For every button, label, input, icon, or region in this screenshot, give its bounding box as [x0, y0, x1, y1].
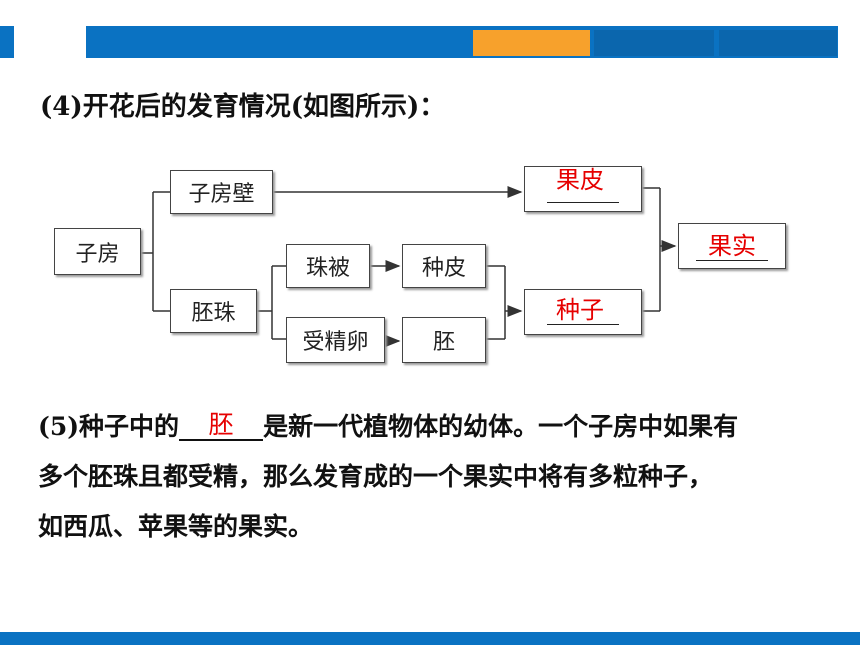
answer-pericarp-underline	[547, 202, 619, 203]
node-embryo-label: 胚	[432, 330, 455, 355]
footer-bar	[0, 632, 860, 645]
explanation-paragraph: (5)种子中的胚是新一代植物体的幼体。一个子房中如果有 多个胚珠且都受精，那么发…	[38, 402, 828, 552]
answer-seed-underline	[547, 324, 619, 325]
node-pericarp	[524, 166, 642, 212]
answer-fruit-underline	[696, 260, 768, 261]
header-segment-1	[594, 30, 714, 56]
paragraph-line-2: 多个胚珠且都受精，那么发育成的一个果实中将有多粒种子，	[38, 462, 714, 491]
fill-blank: 胚	[179, 410, 264, 441]
header-accent-orange	[473, 30, 590, 56]
node-ovary-label: 子房	[75, 241, 120, 267]
header-segment-2	[719, 30, 837, 56]
node-ovule: 胚珠	[170, 289, 257, 333]
node-ovary-wall: 子房壁	[170, 170, 273, 214]
answer-fruit: 果实	[708, 232, 756, 260]
node-integument-label: 珠被	[305, 256, 350, 281]
node-ovule-label: 胚珠	[191, 301, 236, 326]
paragraph-line-1-after: 是新一代植物体的幼体。一个子房中如果有	[263, 412, 739, 441]
node-fruit	[678, 223, 786, 269]
node-seed-coat-label: 种皮	[421, 256, 466, 281]
fill-blank-answer: 胚	[208, 410, 234, 439]
node-seed-coat: 种皮	[402, 244, 486, 288]
node-seed	[524, 289, 642, 335]
node-fertilized-egg: 受精卵	[286, 317, 385, 363]
paragraph-line-1: (5)种子中的胚是新一代植物体的幼体。一个子房中如果有	[38, 402, 828, 452]
header-bar-left	[0, 26, 14, 58]
node-fertilized-egg-label: 受精卵	[302, 330, 369, 355]
answer-pericarp: 果皮	[556, 166, 604, 194]
node-ovary: 子房	[54, 228, 141, 275]
section-heading: (4)开花后的发育情况(如图所示)：	[40, 92, 446, 122]
node-integument: 珠被	[286, 244, 370, 288]
paragraph-line-3: 如西瓜、苹果等的果实。	[38, 512, 314, 541]
node-ovary-wall-label: 子房壁	[188, 182, 255, 207]
paragraph-line-1-before: (5)种子中的	[38, 412, 180, 441]
node-embryo: 胚	[402, 317, 486, 363]
answer-seed: 种子	[556, 296, 604, 324]
